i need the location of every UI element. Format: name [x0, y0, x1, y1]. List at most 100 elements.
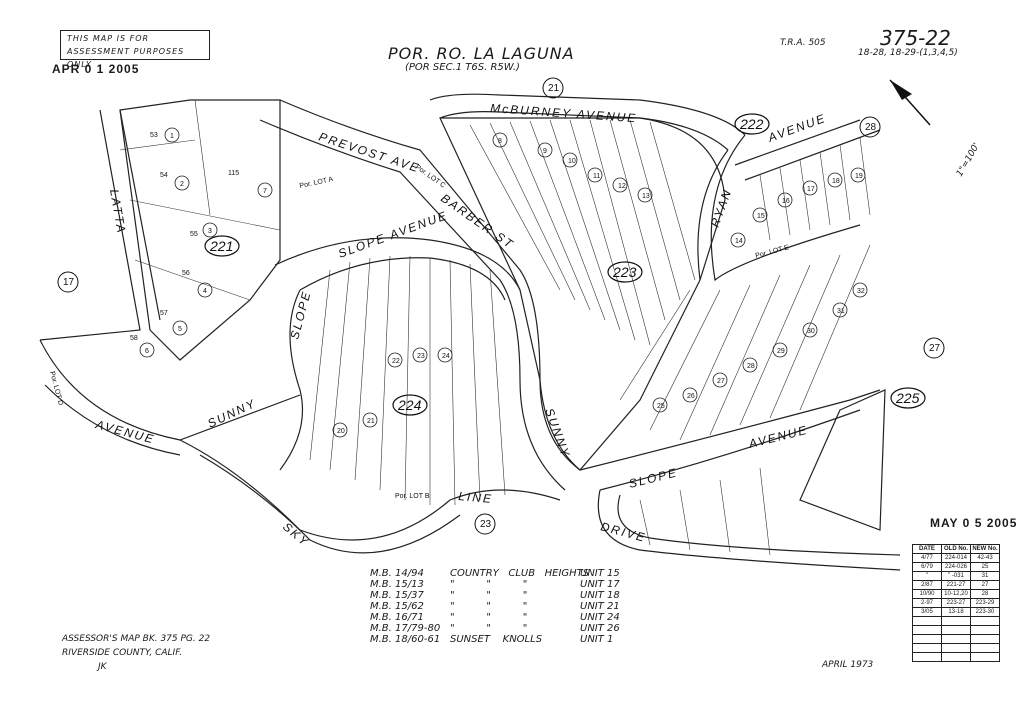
lot-label-e: Por. LOT E [755, 244, 790, 260]
lot-circle [197, 282, 213, 298]
lot-line [529, 120, 606, 321]
block-ellipse [204, 235, 240, 257]
street-avenue-left: AVENUE [93, 417, 156, 446]
lot-line [679, 489, 691, 551]
mcburney-road-edge-1 [429, 93, 746, 136]
north-arrow-icon [889, 79, 931, 126]
lot-line [404, 255, 411, 501]
sunny-avenue-edge-2 [44, 384, 181, 456]
block-221: 221 [209, 238, 233, 254]
block-225: 225 [895, 390, 920, 406]
neighbor-21: 21 [548, 83, 560, 94]
stamp-line-1: THIS MAP IS FOR [67, 34, 150, 43]
lot-number: 17 [807, 186, 815, 193]
block-222: 222 [739, 116, 764, 132]
lot-number: 7 [263, 188, 267, 195]
lot-line [649, 121, 696, 281]
revision-row [912, 652, 1000, 662]
lot-circle [802, 180, 818, 196]
street-mcburney-avenue: McBURNEY AVENUE [490, 101, 638, 125]
lot-circle [492, 132, 508, 148]
lot-circle [362, 412, 378, 428]
lot-number: 23 [417, 353, 425, 360]
lot-circle [139, 342, 155, 358]
footer-block: ASSESSOR'S MAP BK. 375 PG. 22 RIVERSIDE … [62, 632, 210, 674]
reference-row: M.B. 16/71" " "UNIT 24 [370, 612, 620, 623]
street-barber-st: BARBER ST [438, 191, 516, 252]
lot-line [489, 122, 576, 301]
lot-circle [587, 167, 603, 183]
lot-line [839, 144, 851, 221]
reference-row: M.B. 17/79-80" " "UNIT 26 [370, 623, 620, 634]
lot-line [799, 244, 871, 411]
lot-circle [852, 282, 868, 298]
lot-line [469, 124, 561, 291]
lot-line [354, 257, 371, 481]
lot-line [129, 199, 281, 231]
neighbor-circle [859, 116, 881, 138]
lot-circle [612, 177, 628, 193]
lot-circle [387, 352, 403, 368]
revision-row [912, 625, 1000, 635]
lot-line [609, 119, 666, 321]
lot-circle [682, 387, 698, 403]
lot-line [134, 259, 251, 301]
neighbor-17: 17 [63, 277, 75, 288]
lot-line [719, 479, 731, 553]
revision-header: DATE [912, 544, 942, 554]
neighbor-circle [57, 271, 79, 293]
lot-number: 6 [145, 348, 149, 355]
neighbor-circle [923, 337, 945, 359]
street-ryan: RYAN [708, 186, 735, 229]
lot-line [759, 467, 771, 556]
tax-rate-area: T.R.A. 505 [780, 38, 826, 48]
lot-line [549, 119, 621, 331]
lot-number: 11 [593, 173, 600, 180]
lot-number: 53 [150, 132, 158, 139]
revision-header: NEW No. [970, 544, 1000, 554]
latta-edge-1 [39, 109, 141, 341]
lot-circle [827, 172, 843, 188]
neighbor-28: 28 [865, 122, 877, 133]
lot-line [194, 99, 211, 216]
block-ellipse [890, 387, 926, 409]
slope-upper-edge-1 [274, 237, 521, 291]
lot-number: 3 [208, 228, 212, 235]
street-line: LINE [458, 489, 494, 506]
lot-circle [832, 302, 848, 318]
revision-header: OLD No. [941, 544, 971, 554]
avenue-222-edge-2 [744, 129, 881, 181]
latta-edge-2 [119, 109, 161, 321]
lot-line [619, 289, 691, 401]
street-slope-lower: SLOPE [627, 465, 679, 491]
street-latta: LATTA [107, 188, 129, 235]
lot-number: 54 [160, 172, 168, 179]
lot-circle [637, 187, 653, 203]
lot-circle [712, 372, 728, 388]
lot-line [639, 499, 651, 546]
lot-circle [172, 320, 188, 336]
lot-number: 115 [228, 170, 239, 177]
lot-line [819, 151, 831, 226]
prevost-edge-1 [279, 99, 581, 471]
received-date-stamp: APR 0 1 2005 [52, 62, 140, 76]
neighbor-circle [542, 77, 564, 99]
lot-number: 2 [180, 181, 184, 188]
lot-numbers: 53 54 55 56 57 58 115 1 2 3 4 5 6 7 8 9 … [130, 132, 865, 435]
lot-circle [332, 422, 348, 438]
lot-circles [139, 127, 868, 438]
neighbor-circle [474, 513, 496, 535]
avenue-222-edge-1 [734, 119, 861, 166]
map-title: POR. RO. LA LAGUNA [388, 44, 575, 63]
neighbor-circles [57, 77, 945, 535]
updated-date-stamp: MAY 0 5 2005 [930, 516, 1018, 530]
slope-upper-edge-2 [299, 257, 506, 301]
footer-initials: JK [98, 662, 107, 672]
block-225-boundary [799, 389, 886, 531]
